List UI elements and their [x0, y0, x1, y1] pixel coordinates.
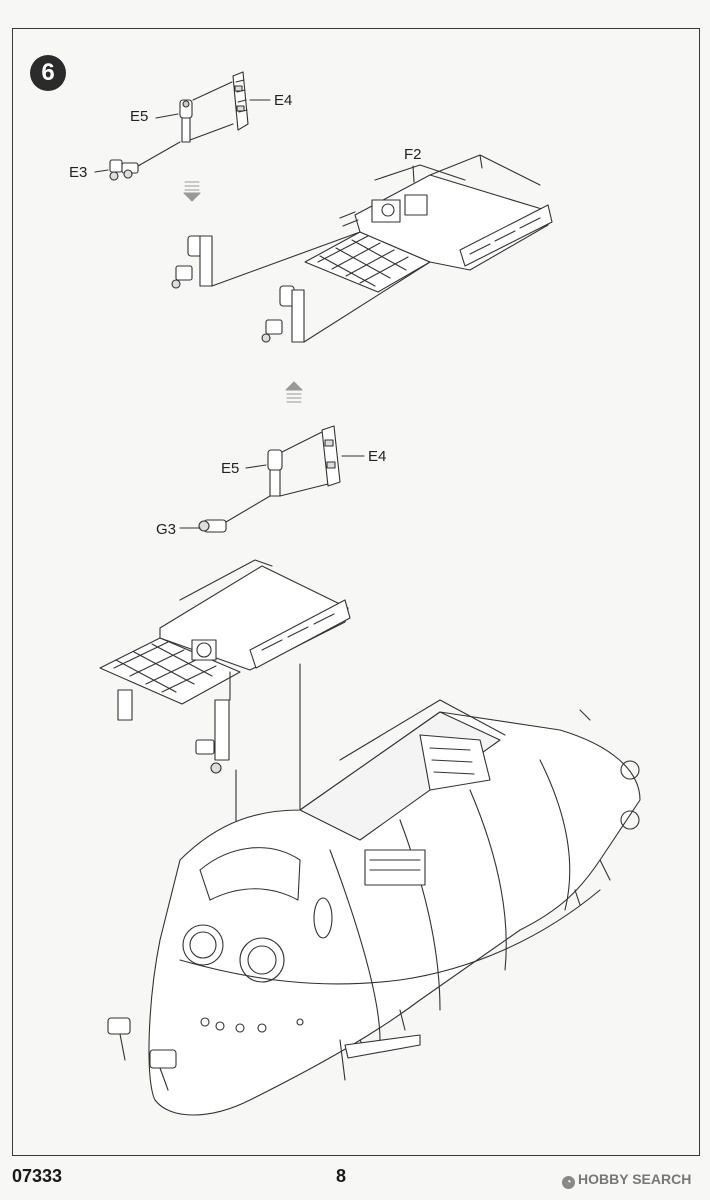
watermark-suffix: SEARCH	[632, 1171, 692, 1187]
kit-number: 07333	[12, 1166, 63, 1186]
label-e5-top: E5	[130, 108, 149, 125]
label-e3: E3	[69, 164, 88, 181]
step-number-badge: 6	[30, 55, 66, 91]
part-e4-mid	[322, 426, 340, 486]
page-frame	[12, 28, 700, 1156]
helicopter-fuselage	[108, 700, 640, 1115]
arrow-down-icon	[184, 182, 200, 201]
watermark-brand: HOBBY	[578, 1171, 629, 1187]
label-e5-mid: E5	[221, 460, 240, 477]
watermark-logo-icon: ◔	[562, 1176, 575, 1189]
watermark: ◔HOBBY SEARCH	[562, 1171, 691, 1189]
part-e4-top	[233, 72, 248, 130]
part-strut-right	[262, 286, 304, 342]
label-e4-top: E4	[274, 92, 293, 109]
part-f2-floor	[305, 155, 552, 292]
part-strut-left	[172, 236, 212, 288]
part-g3	[199, 520, 226, 532]
part-e3	[110, 160, 138, 180]
label-f2: F2	[404, 146, 422, 163]
part-e5-mid	[268, 450, 282, 496]
label-g3: G3	[156, 521, 177, 538]
part-e5-top	[180, 100, 192, 142]
label-e4-mid: E4	[368, 448, 387, 465]
arrow-up-icon	[286, 382, 302, 402]
assembled-struts	[118, 690, 229, 773]
page-number: 8	[336, 1166, 347, 1186]
assembled-floor	[100, 560, 350, 704]
